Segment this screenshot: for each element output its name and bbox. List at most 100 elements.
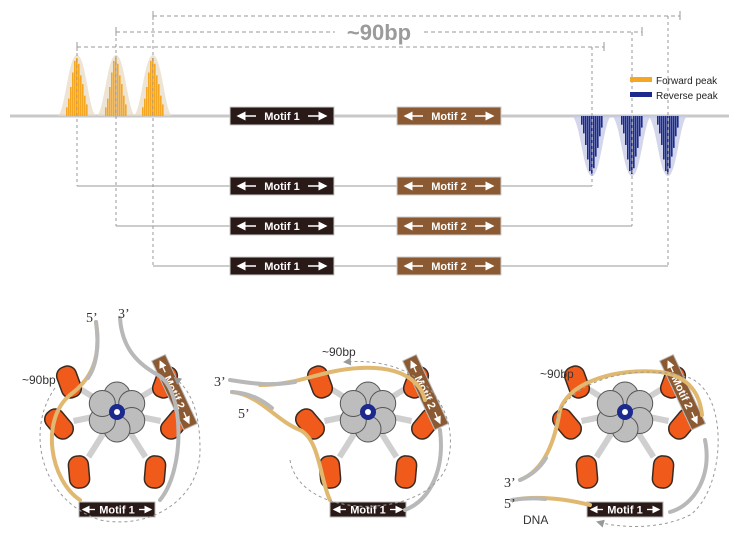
reverse-peak-bar [669,116,671,169]
panel3: 3’ 5’ DNA ~90bp [504,367,719,528]
histone-core [339,390,367,417]
reverse-peak-bar [671,116,673,157]
legend-reverse-swatch [630,92,652,97]
core-dot [114,409,120,415]
forward-peak-bar [78,63,80,116]
distance-label-bg [335,18,423,44]
panel-motif1-label: Motif 1 [350,505,385,517]
legend-reverse-label: Reverse peak [656,91,719,102]
reverse-peak-bar [661,116,663,145]
reverse-peak-bar [583,116,585,134]
row2-motif1-label: Motif 1 [264,221,299,233]
forward-peak-bar [68,98,70,116]
forward-peak-bar [72,72,74,116]
panel1-three-prime: 3’ [118,307,130,322]
reverse-peak-bar [627,116,629,160]
row3-motif2-label: Motif 2 [431,261,466,273]
forward-peak-bar [146,87,148,116]
forward-peak-bar [123,95,125,116]
reverse-peak-bar [641,116,643,128]
reverse-peak-bar [585,116,587,145]
reverse-peak-bar [673,116,675,148]
reverse-peak-bar [599,116,601,137]
forward-peak-bar [142,107,144,116]
motif2-label: Motif 2 [431,111,466,123]
forward-peak-bar [84,95,86,116]
forward-peak-bar [80,75,82,116]
forward-peak-bar [152,58,154,116]
reverse-peak-bar [623,116,625,134]
motif1-label: Motif 1 [264,111,299,123]
histone-core [88,390,116,417]
histone-tail [651,455,675,489]
forward-peak-bar [74,60,76,116]
row1-motif2-label: Motif 2 [431,181,466,193]
forward-peak-bar [82,84,84,116]
reverse-peak-bar [677,116,679,128]
panel3-distance-label: ~90bp [540,367,574,381]
reverse-peak-bar [635,116,637,157]
forward-peak-bar [86,104,88,116]
histone-tail [306,365,334,399]
reverse-peak-bar [593,116,595,169]
forward-peak-bar [117,63,119,116]
forward-peak-bar [109,87,111,116]
panel-motif1: Motif 1 [78,501,156,518]
legend: Forward peak Reverse peak [630,76,719,102]
distance-label: ~90bp [347,20,411,45]
forward-peak-bar [119,75,121,116]
histone-tail [67,455,91,489]
motif-row-baseline: Motif 1 Motif 2 [229,106,502,126]
row1-motif1-label: Motif 1 [264,181,299,193]
core-dot [365,409,371,415]
reverse-peak-bar [595,116,597,157]
forward-peak-bar [160,95,162,116]
reverse-peak-bar [625,116,627,145]
legend-forward-swatch [630,77,652,82]
histone-tail [563,365,591,399]
reverse-peak-bar [639,116,641,137]
reverse-peak-bar [657,116,659,125]
row3-motif1-label: Motif 1 [264,261,299,273]
panel1-distance-label: ~90bp [22,373,56,387]
panel3-dna-label: DNA [523,513,548,527]
panel1-five-prime: 5’ [86,311,98,326]
forward-peak-bar [66,107,68,116]
reverse-peak-bar [597,116,599,148]
histone-tail [575,455,599,489]
forward-peak-bar [76,58,78,116]
reverse-peak-bar [631,116,633,174]
forward-peak-bar [105,107,107,116]
forward-peak-bar [111,72,113,116]
forward-peak-bar [107,98,109,116]
forward-peak-bar [156,75,158,116]
reverse-peak-bar [659,116,661,134]
peak-guides [76,16,669,266]
reverse-peak-bar [621,116,623,125]
reverse-peak-bar [675,116,677,137]
core-dot [622,409,628,415]
histone-core [596,390,624,417]
panel3-three-prime: 3’ [504,476,516,491]
reverse-peak-bar [581,116,583,125]
panel3-five-prime: 5’ [504,497,516,512]
panel2: 3’ 5’ ~90bp [214,345,451,512]
forward-peak-bar [158,84,160,116]
histone-tail [143,455,167,489]
forward-peak-bar [113,60,115,116]
forward-peak-bar [70,87,72,116]
reverse-peak-bar [587,116,589,160]
reverse-peak-bar [589,116,591,172]
motif-pair-rows: Motif 1 Motif 2 Motif 1 Motif 2 Motif 1 … [77,176,668,276]
reverse-peak-bar [629,116,631,172]
panel-motif1: Motif 1 [329,501,407,518]
forward-peak-bar [162,104,164,116]
panel-motif1: Motif 1 [586,501,664,518]
reverse-peak-bar [601,116,603,128]
row2-motif2-label: Motif 2 [431,221,466,233]
reverse-peaks [571,116,688,176]
